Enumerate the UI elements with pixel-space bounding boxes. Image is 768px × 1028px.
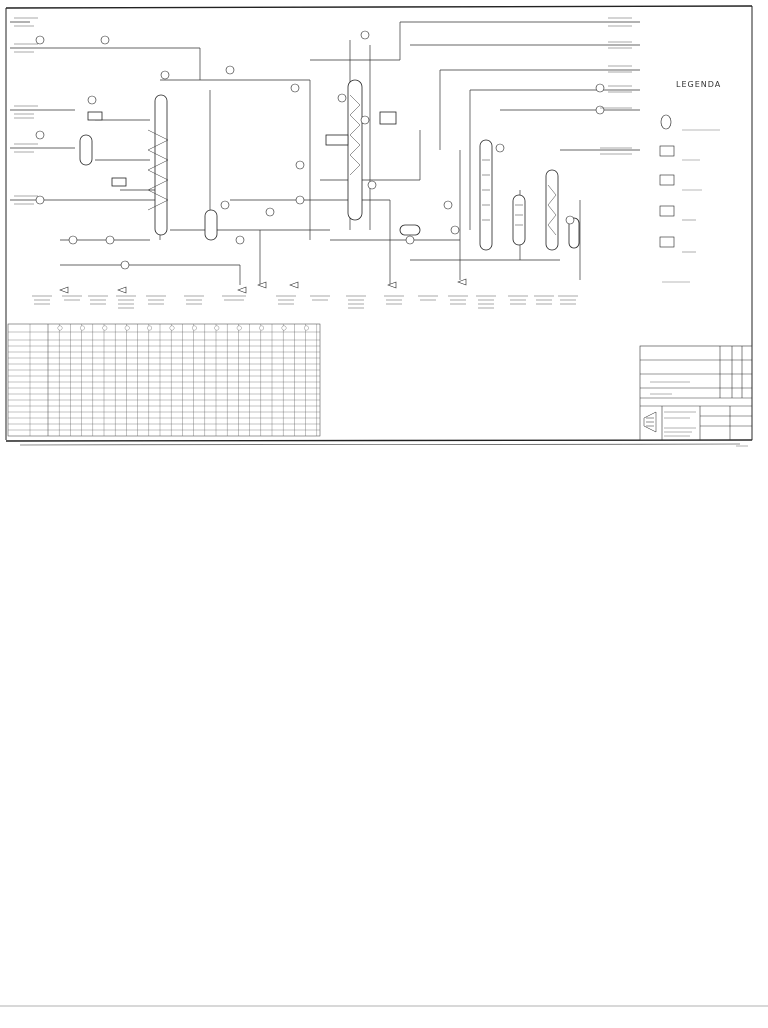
- stream-arrows: [59, 278, 467, 294]
- table-stream-number-bubble: [259, 325, 264, 331]
- column-internals: [147, 94, 557, 236]
- box-3: [87, 111, 103, 121]
- table-stream-number-bubble: [281, 325, 287, 331]
- table-stream-number-bubble: [124, 325, 130, 331]
- table-stream-number-bubble: [214, 325, 220, 331]
- equipment-tag-blocks: [32, 295, 578, 309]
- table-stream-number-bubble: [304, 325, 309, 331]
- box-1: [325, 134, 349, 146]
- table-stream-number-bubble: [102, 325, 108, 331]
- stream-data-table: [7, 323, 321, 437]
- stream-labels: [14, 17, 632, 205]
- drum-1: [79, 134, 93, 166]
- title-block: [639, 345, 753, 441]
- instrument-bubbles: [35, 30, 605, 270]
- table-stream-number-bubble: [236, 325, 242, 331]
- company-logo: [643, 411, 657, 433]
- equipment: [79, 79, 580, 251]
- vessel-3: [568, 217, 580, 249]
- drum-2: [204, 209, 218, 241]
- table-stream-number-bubble: [147, 325, 152, 331]
- legend-title: LEGENDA: [676, 80, 722, 89]
- table-stream-number-bubble: [57, 325, 63, 331]
- vessel-1: [512, 194, 526, 246]
- box-4: [111, 177, 127, 187]
- table-stream-number-bubble: [80, 325, 85, 331]
- distillation-column-2: [479, 139, 493, 251]
- box-2: [379, 111, 397, 125]
- stream-table-grid: [8, 324, 320, 436]
- exchanger-1: [399, 224, 421, 236]
- legend-symbols: [659, 114, 720, 283]
- distillation-column-1: [154, 94, 168, 236]
- table-stream-number-bubble: [192, 325, 197, 331]
- drawing-frame: [0, 5, 768, 1007]
- table-stream-number-bubble: [169, 325, 175, 331]
- title-block-text-stubs: [650, 381, 748, 447]
